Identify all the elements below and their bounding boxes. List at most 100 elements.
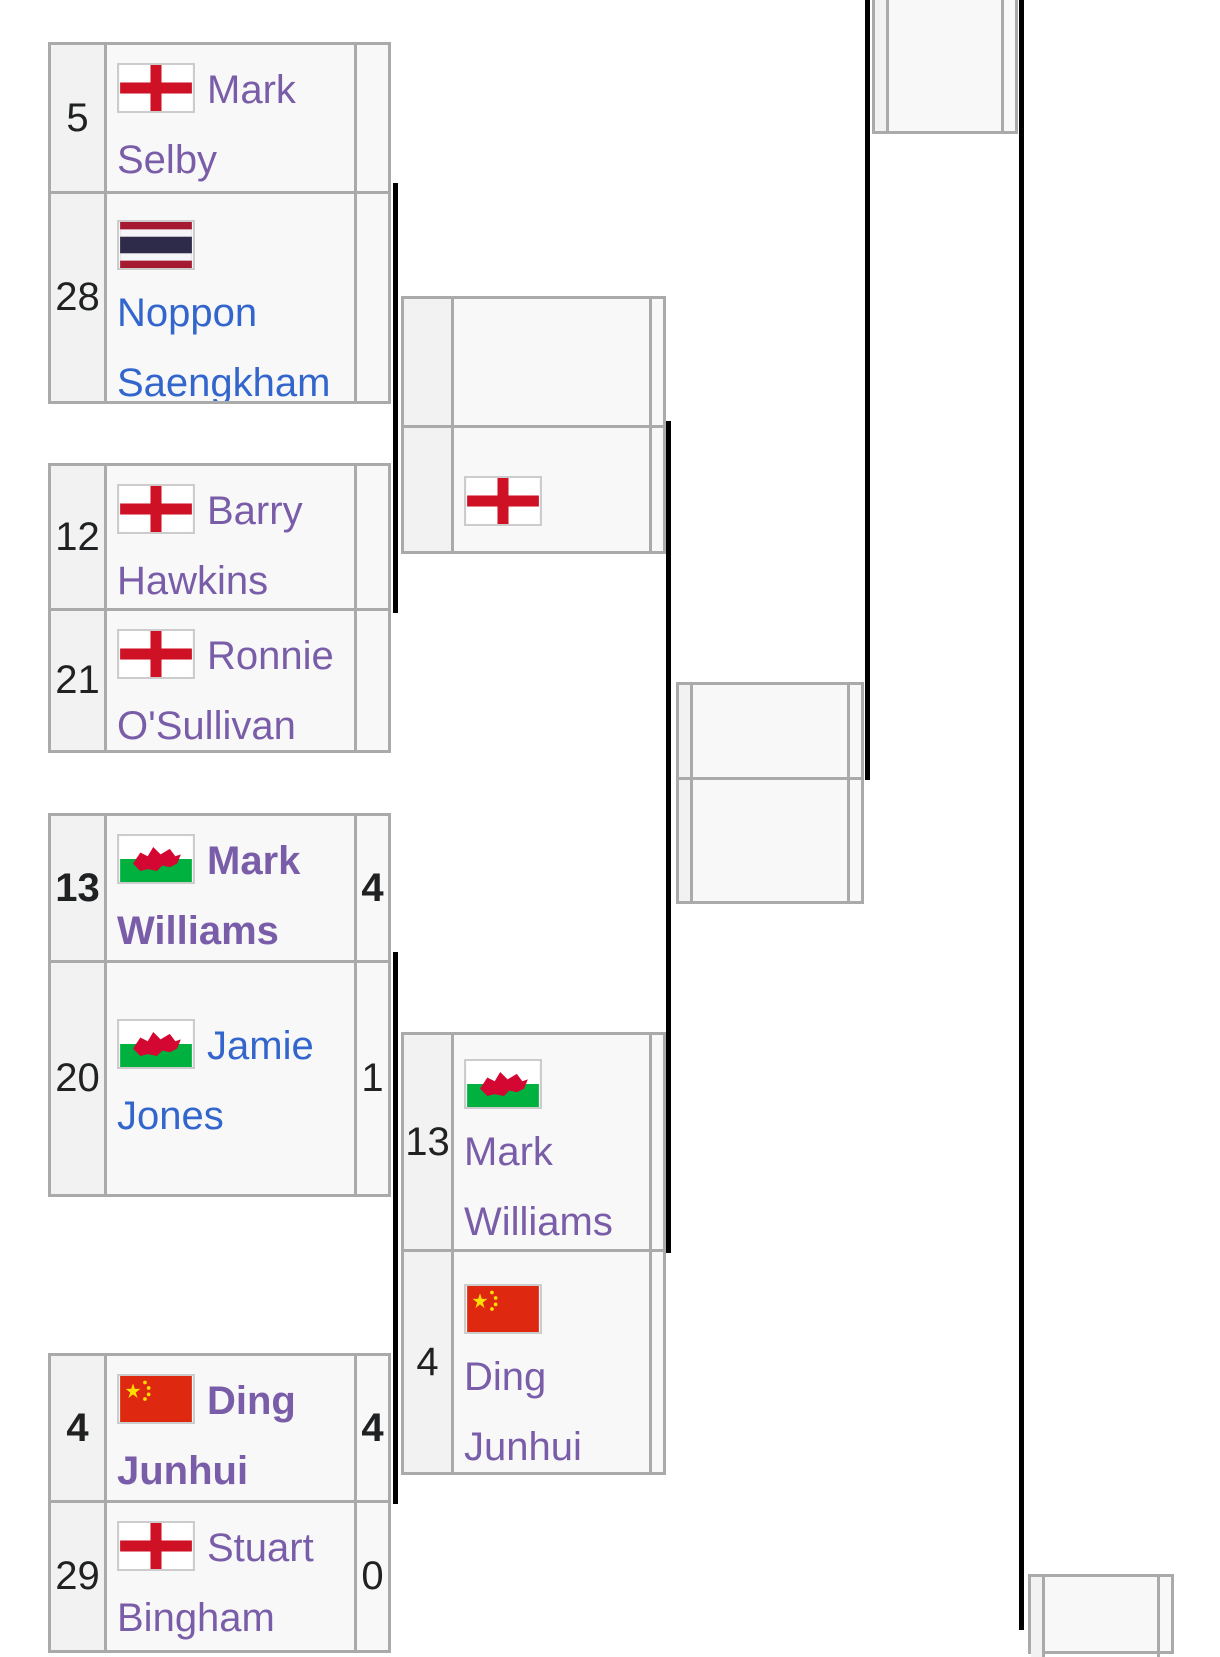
player-name <box>693 780 847 901</box>
connector-line <box>1019 0 1024 1630</box>
r1-match-2: 12 Barry Hawkins 21 Ronnie O'Sullivan <box>48 463 391 753</box>
r4-match-top <box>872 0 1018 134</box>
seed-cell: 5 <box>51 45 107 191</box>
england-flag-icon <box>117 63 195 114</box>
player-name[interactable]: Mark Selby <box>107 45 354 191</box>
player-row: 12 Barry Hawkins <box>51 466 388 608</box>
seed-cell <box>679 780 693 901</box>
player-name[interactable]: Ronnie O'Sullivan <box>107 611 354 750</box>
seed-cell: 20 <box>51 963 107 1194</box>
score-cell <box>354 45 388 191</box>
seed-cell <box>404 428 454 551</box>
england-flag-icon <box>464 476 542 527</box>
player-name <box>693 685 847 777</box>
player-first-name[interactable]: Jamie <box>207 1024 314 1068</box>
england-flag-icon <box>117 1521 195 1572</box>
player-name[interactable]: Mark Williams <box>454 1035 649 1249</box>
player-name[interactable]: Ding Junhui <box>107 1356 354 1500</box>
player-name <box>1045 1577 1157 1657</box>
score-cell <box>354 194 388 401</box>
thailand-flag-icon <box>117 220 195 271</box>
player-last-name[interactable]: Junhui <box>117 1449 249 1493</box>
player-row: 20 Jamie Jones 1 <box>51 960 388 1194</box>
player-name <box>889 0 1001 131</box>
connector-line <box>393 183 398 613</box>
player-first-name[interactable]: Mark <box>207 839 301 883</box>
player-last-name[interactable]: Williams <box>117 909 279 953</box>
score-cell: 4 <box>354 816 388 960</box>
player-last-name[interactable]: Bingham <box>117 1596 275 1640</box>
r2-match-2: 13 Mark Williams 4 Ding Junhui <box>401 1032 666 1475</box>
r1-match-4: 4 Ding Junhui 4 29 Stuart Bingham 0 <box>48 1353 391 1653</box>
seed-cell <box>1031 1577 1045 1657</box>
player-row <box>875 0 1015 131</box>
r4-match-bottom <box>1028 1574 1174 1657</box>
player-last-name[interactable]: O'Sullivan <box>117 704 296 748</box>
player-first-name[interactable]: Ding <box>207 1379 296 1423</box>
player-last-name[interactable]: Williams <box>464 1200 613 1244</box>
seed-cell <box>679 685 693 777</box>
player-first-name[interactable]: Stuart <box>207 1526 314 1570</box>
player-first-name[interactable]: Mark <box>464 1130 553 1174</box>
player-row: 29 Stuart Bingham 0 <box>51 1500 388 1650</box>
score-cell <box>649 428 663 551</box>
player-row: 4 Ding Junhui 4 <box>51 1356 388 1500</box>
seed-cell: 13 <box>404 1035 454 1249</box>
player-name[interactable]: Jamie Jones <box>107 963 354 1194</box>
r1-match-1: 5 Mark Selby 28 Noppon Saengkham <box>48 42 391 404</box>
england-flag-icon <box>117 629 195 680</box>
player-last-name[interactable]: Hawkins <box>117 559 269 603</box>
player-name[interactable]: Ding Junhui <box>454 1252 649 1472</box>
player-row <box>404 299 663 425</box>
connector-line <box>393 952 398 1504</box>
score-cell: 4 <box>354 1356 388 1500</box>
player-last-name[interactable]: Jones <box>117 1094 224 1138</box>
player-first-name[interactable]: Ding <box>464 1355 547 1399</box>
seed-cell: 21 <box>51 611 107 750</box>
player-row <box>1031 1577 1171 1657</box>
player-row: 5 Mark Selby <box>51 45 388 191</box>
player-row: 13 Mark Williams <box>404 1035 663 1249</box>
score-cell: 1 <box>354 963 388 1194</box>
connector-line <box>865 0 870 780</box>
player-name <box>454 299 649 425</box>
seed-cell: 12 <box>51 466 107 608</box>
score-cell <box>649 299 663 425</box>
player-first-name[interactable]: Barry <box>207 489 303 533</box>
seed-cell <box>404 299 454 425</box>
score-cell <box>354 611 388 750</box>
score-cell: 0 <box>354 1503 388 1650</box>
player-row <box>679 685 861 777</box>
score-cell <box>354 466 388 608</box>
player-first-name[interactable]: Noppon <box>117 291 258 335</box>
score-cell <box>649 1035 663 1249</box>
score-cell <box>847 780 861 901</box>
china-flag-icon <box>117 1374 195 1425</box>
player-row: 28 Noppon Saengkham <box>51 191 388 401</box>
score-cell <box>1157 1577 1171 1657</box>
player-row: 13 Mark Williams 4 <box>51 816 388 960</box>
player-last-name[interactable]: Saengkham <box>117 361 331 401</box>
player-last-name[interactable]: Junhui <box>464 1425 582 1469</box>
wales-flag-icon <box>117 1019 195 1070</box>
player-name[interactable]: Barry Hawkins <box>107 466 354 608</box>
player-row: 21 Ronnie O'Sullivan <box>51 608 388 750</box>
player-row <box>404 425 663 551</box>
r3-match-1 <box>676 682 864 904</box>
r1-match-3: 13 Mark Williams 4 20 Jamie Jones 1 <box>48 813 391 1197</box>
player-first-name[interactable]: Mark <box>207 68 296 112</box>
player-last-name[interactable]: Selby <box>117 138 218 182</box>
seed-cell: 29 <box>51 1503 107 1650</box>
connector-line <box>666 421 671 1253</box>
player-first-name[interactable]: Ronnie <box>207 634 334 678</box>
seed-cell: 28 <box>51 194 107 401</box>
player-name <box>454 428 649 551</box>
england-flag-icon <box>117 484 195 535</box>
player-name[interactable]: Mark Williams <box>107 816 354 960</box>
player-name[interactable]: Noppon Saengkham <box>107 194 354 401</box>
score-cell <box>847 685 861 777</box>
player-name[interactable]: Stuart Bingham <box>107 1503 354 1650</box>
wales-flag-icon <box>464 1059 542 1110</box>
score-cell <box>1001 0 1015 131</box>
r2-match-1 <box>401 296 666 554</box>
